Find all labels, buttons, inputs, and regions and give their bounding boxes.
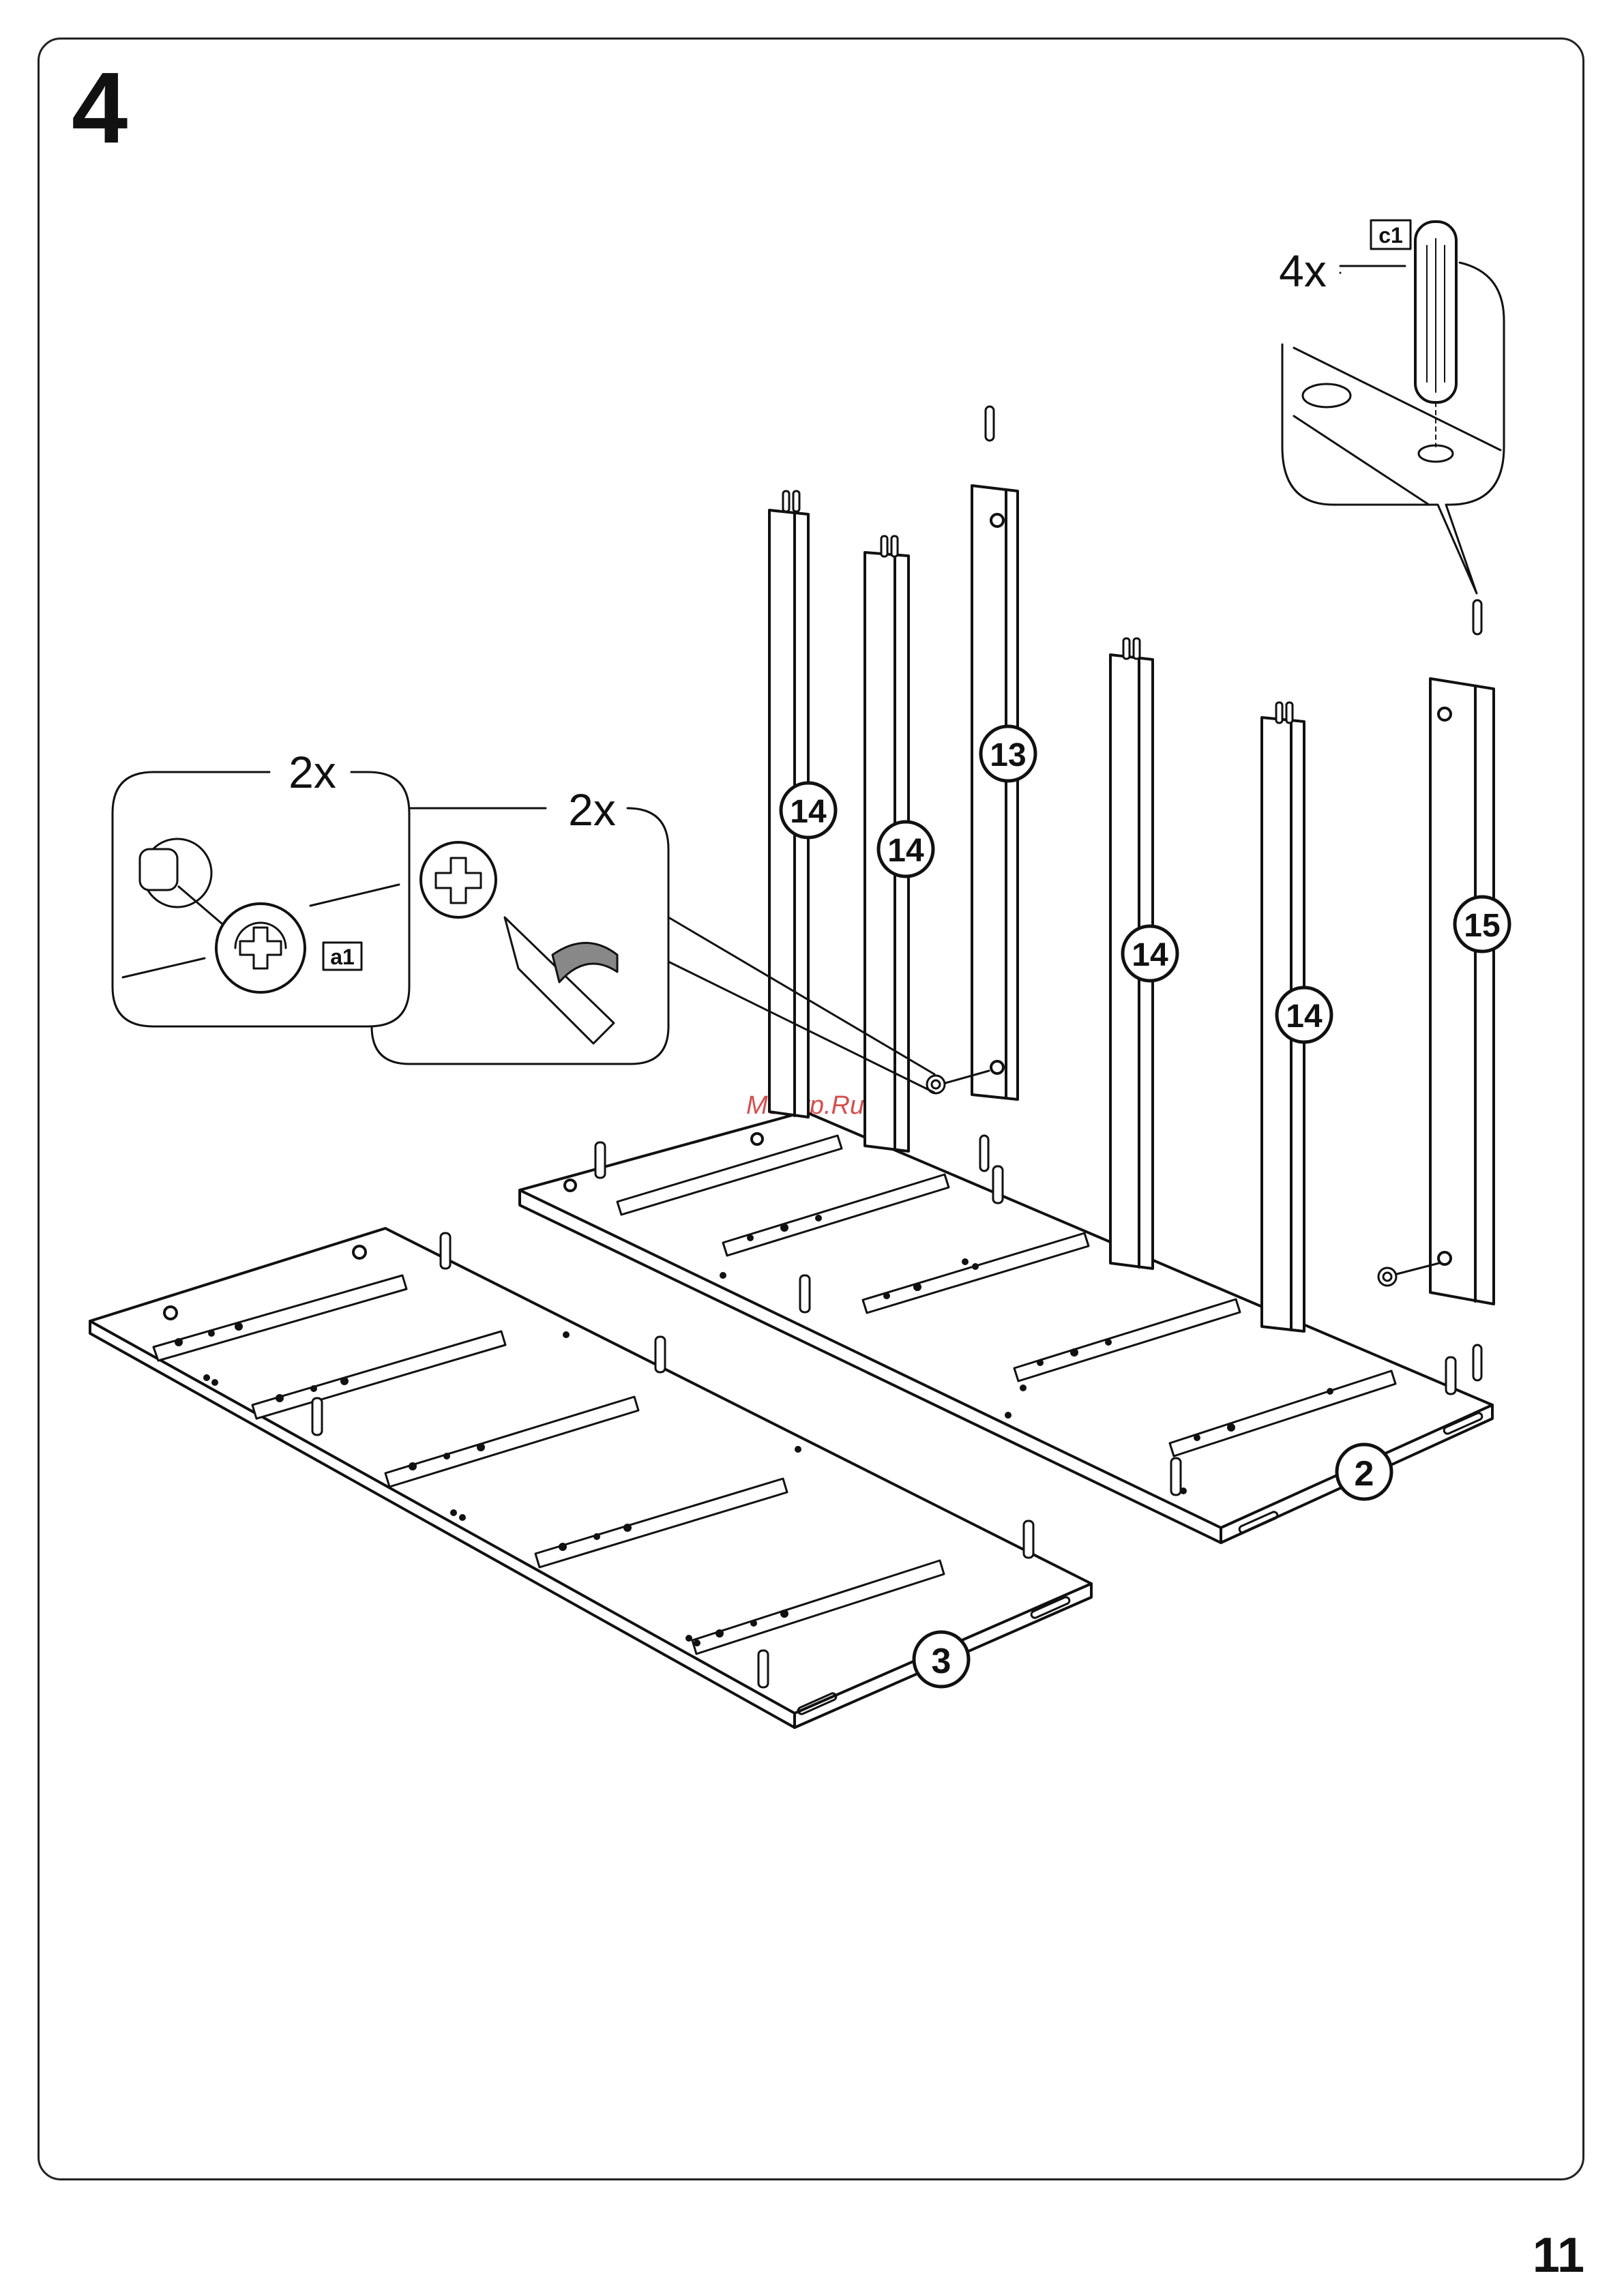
badge-panel-left: 3 [914, 1632, 969, 1687]
badge-post-f: 15 [1455, 897, 1509, 951]
badge-post-d: 14 [1123, 926, 1177, 981]
badge-post-e: 14 [1277, 988, 1331, 1042]
svg-text:2: 2 [1355, 1454, 1374, 1494]
badge-post-b: 14 [879, 822, 933, 876]
callout-screwdriver [372, 808, 934, 1093]
cam-part-code: a1 [330, 945, 355, 969]
svg-text:3: 3 [932, 1642, 951, 1681]
badge-panel-right: 2 [1337, 1445, 1391, 1499]
svg-text:14: 14 [1286, 998, 1323, 1035]
svg-text:13: 13 [990, 737, 1026, 773]
svg-text:15: 15 [1464, 908, 1500, 944]
badge-post-a: 14 [781, 783, 836, 838]
tool-quantity: 2x [568, 784, 616, 835]
svg-text:14: 14 [1132, 937, 1168, 973]
dowel-quantity: 4x [1279, 246, 1327, 296]
callout-cam-lock [113, 772, 409, 1026]
svg-text:14: 14 [887, 833, 924, 869]
svg-text:14: 14 [790, 794, 827, 830]
badge-post-c: 13 [981, 726, 1035, 781]
dowel-part-code: c1 [1378, 223, 1403, 248]
cam-quantity: 2x [289, 747, 336, 797]
